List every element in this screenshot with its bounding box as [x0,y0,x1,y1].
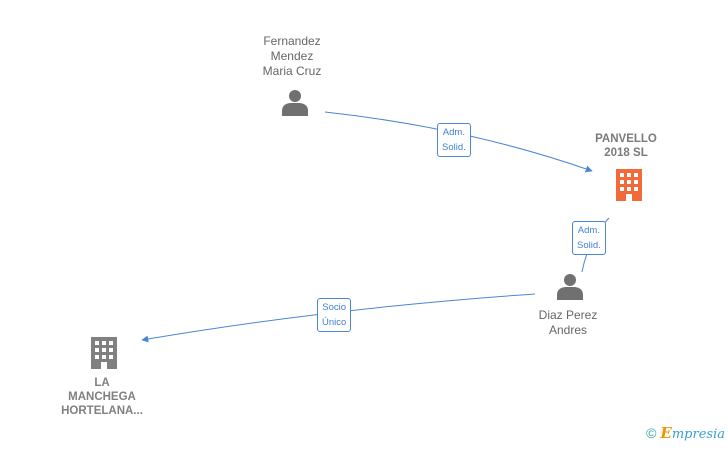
person-icon[interactable] [555,272,585,302]
building-icon[interactable] [613,167,645,203]
company-label-manchega[interactable]: LA MANCHEGA HORTELANA... [61,377,143,417]
edge-label-adm-solid: Adm. Solid. [572,221,606,255]
brand-logo-letter: E [660,424,672,442]
building-icon[interactable] [88,335,120,371]
person-icon[interactable] [280,88,310,118]
copyright-icon: © [646,425,657,441]
edge-label-socio-unico: Socio Único [317,298,352,332]
company-label-panvello[interactable]: PANVELLO 2018 SL [595,133,657,159]
edge-label-adm-solid: Adm. Solid. [437,123,471,157]
person-label-diaz[interactable]: Diaz Perez Andres [538,308,598,337]
brand-footer[interactable]: ©Empresia [646,424,725,442]
brand-logo-text: mpresia [671,427,725,442]
person-label-fernandez[interactable]: Fernandez Mendez Maria Cruz [262,34,322,78]
